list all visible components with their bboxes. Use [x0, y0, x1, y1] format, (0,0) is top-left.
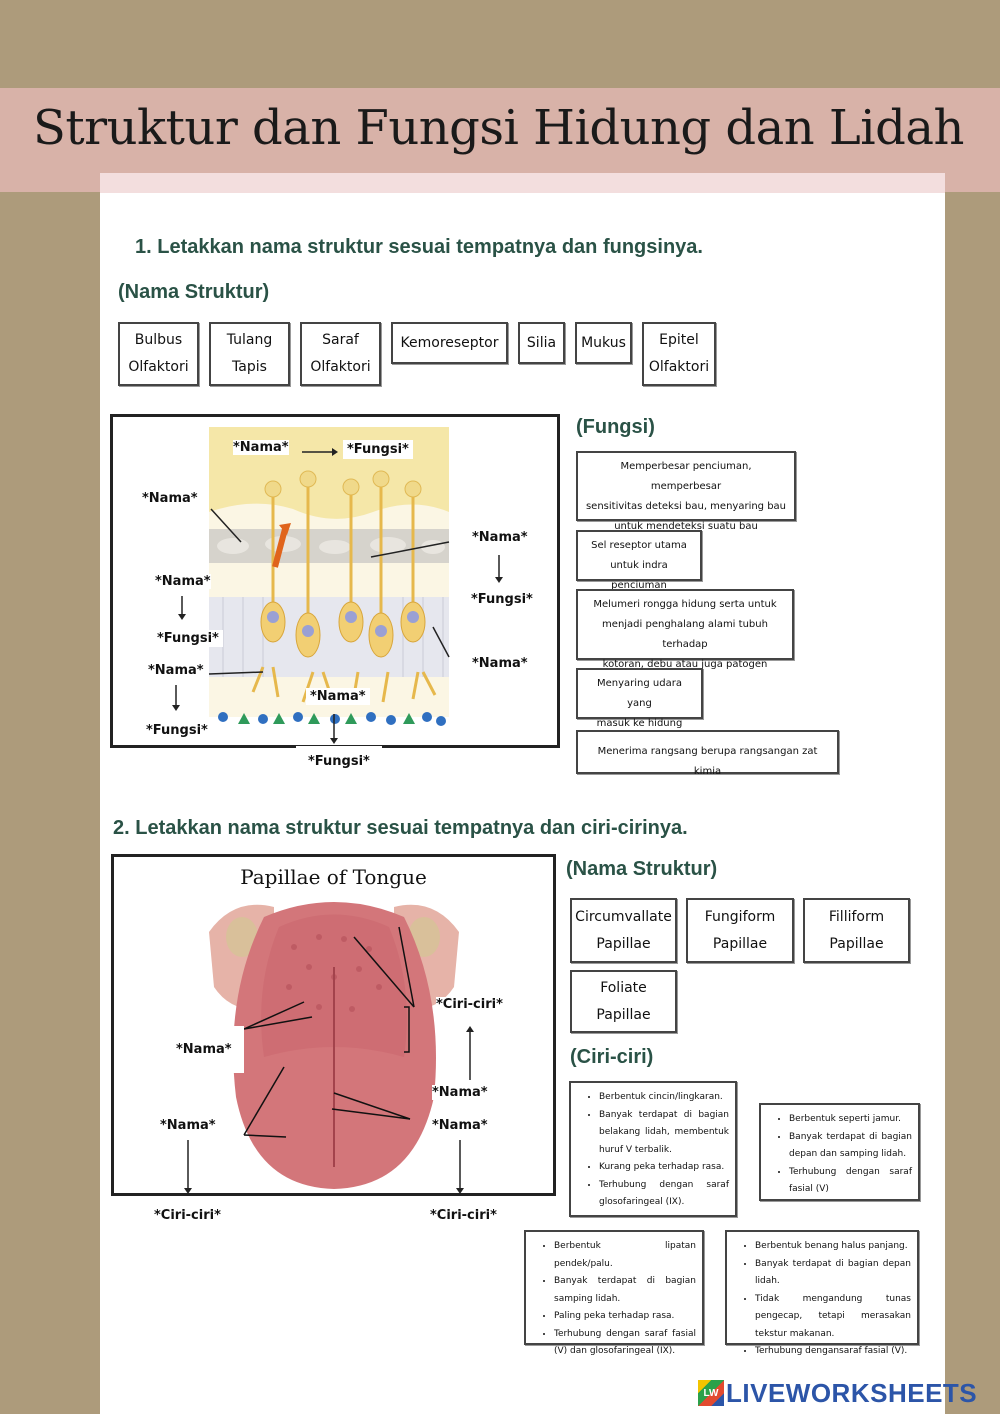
- arrow-down-icon: [178, 596, 186, 620]
- arrow-down-icon: [456, 1140, 464, 1194]
- tongue-placeholder-nama-right2[interactable]: *Nama*: [432, 1118, 488, 1133]
- olfactory-epithelium-illustration: [208, 427, 450, 726]
- arrow-down-icon: [330, 714, 338, 744]
- nose-placeholder-fungsi-left3[interactable]: *Fungsi*: [136, 722, 218, 739]
- q1-fungsi-heading: (Fungsi): [576, 416, 655, 438]
- nose-placeholder-nama-bottom[interactable]: *Nama*: [306, 688, 370, 705]
- structure-mukus[interactable]: Mukus: [575, 322, 632, 364]
- q1-heading: 1. Letakkan nama struktur sesuai tempatn…: [135, 236, 703, 258]
- nose-placeholder-nama-left3[interactable]: *Nama*: [148, 663, 204, 678]
- tongue-figure-title: Papillae of Tongue: [240, 865, 427, 889]
- nose-placeholder-fungsi-right1[interactable]: *Fungsi*: [471, 592, 533, 607]
- structure-kemoreseptor[interactable]: Kemoreseptor: [391, 322, 508, 364]
- page-top-strip: [100, 173, 945, 193]
- arrow-down-icon: [495, 555, 503, 583]
- nose-placeholder-nama-right2[interactable]: *Nama*: [472, 656, 528, 671]
- arrow-down-icon: [172, 685, 180, 711]
- nose-placeholder-fungsi-top[interactable]: *Fungsi*: [343, 440, 413, 459]
- nose-placeholder-nama-left1[interactable]: *Nama*: [142, 491, 198, 506]
- q2-nama-struktur-heading: (Nama Struktur): [566, 858, 718, 880]
- tongue-illustration: [209, 902, 459, 1189]
- tongue-placeholder-nama-left1[interactable]: *Nama*: [170, 1026, 244, 1073]
- olfactory-figure: [110, 414, 560, 748]
- characteristics-foliate[interactable]: Berbentuk lipatan pendek/palu. Banyak te…: [524, 1230, 704, 1356]
- arrow-up-icon: [466, 1026, 474, 1080]
- structure-silia[interactable]: Silia: [518, 322, 565, 364]
- tongue-placeholder-ciri-right1[interactable]: *Ciri-ciri*: [436, 997, 503, 1012]
- tongue-placeholder-nama-right1[interactable]: *Nama*: [432, 1085, 488, 1100]
- nose-placeholder-fungsi-bottom[interactable]: *Fungsi*: [296, 746, 382, 775]
- tongue-placeholder-ciri-left[interactable]: *Ciri-ciri*: [136, 1196, 243, 1229]
- arrow-right-icon: [302, 448, 338, 456]
- characteristics-fungiform[interactable]: Berbentuk seperti jamur. Banyak terdapat…: [759, 1103, 920, 1201]
- characteristics-circumvallate[interactable]: Berbentuk cincin/lingkaran. Banyak terda…: [569, 1081, 737, 1217]
- nose-placeholder-fungsi-left2[interactable]: *Fungsi*: [153, 630, 223, 647]
- nose-placeholder-nama-right1[interactable]: *Nama*: [472, 530, 528, 545]
- function-menerima-rangsang[interactable]: Menerima rangsang berupa rangsangan zat …: [576, 730, 839, 777]
- liveworksheets-logo-icon: LW: [698, 1380, 724, 1406]
- liveworksheets-logo-text[interactable]: LIVEWORKSHEETS: [726, 1378, 978, 1408]
- tongue-placeholder-nama-left2[interactable]: *Nama*: [160, 1118, 216, 1133]
- arrow-down-icon: [184, 1140, 192, 1194]
- nose-placeholder-nama-left2[interactable]: *Nama*: [155, 574, 211, 589]
- nose-placeholder-nama-top[interactable]: *Nama*: [233, 440, 289, 455]
- q2-ciri-heading: (Ciri-ciri): [570, 1046, 654, 1068]
- tongue-placeholder-ciri-right2[interactable]: *Ciri-ciri*: [412, 1196, 515, 1229]
- q2-heading: 2. Letakkan nama struktur sesuai tempatn…: [113, 817, 688, 839]
- page-title: Struktur dan Fungsi Hidung dan Lidah: [33, 100, 964, 156]
- characteristics-filliform[interactable]: Berbentuk benang halus panjang. Banyak t…: [725, 1230, 919, 1356]
- tongue-figure: Papillae of Tongue: [111, 854, 556, 1196]
- q1-nama-struktur-heading: (Nama Struktur): [118, 281, 270, 303]
